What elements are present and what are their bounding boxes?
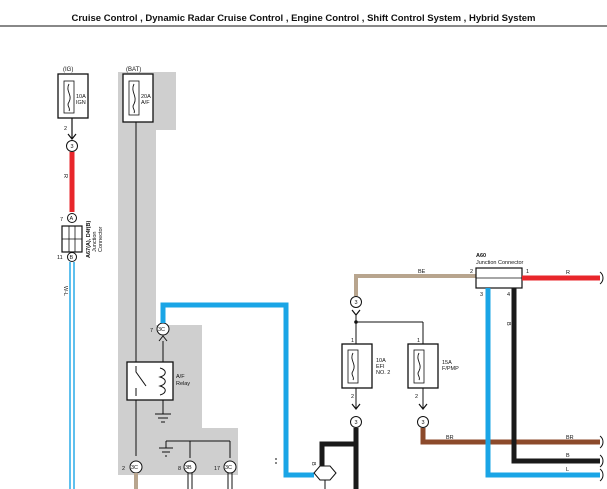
efi2-pin-bottom: 2 [351, 394, 354, 400]
junction-left-pin-b: 11 [57, 255, 63, 261]
af-fuse-amp: 20A [141, 94, 151, 100]
fuse-icon [132, 83, 136, 114]
efi2-fuse-box [341, 343, 373, 389]
fuse-icon [351, 352, 355, 381]
junction-right-pin-br: 4 [507, 292, 510, 298]
be-wire-label: BE [418, 269, 426, 275]
fuse-icon [67, 83, 71, 112]
fpmp-fuse-amp: 15A [442, 360, 452, 366]
efi2-pin-top: 1 [351, 338, 354, 344]
ign-fuse-amp: 10A [76, 94, 86, 100]
ign-arrow-icon [67, 133, 77, 140]
connector-3-ign [66, 140, 78, 152]
connector-3-fpmp-label: 3 [422, 420, 425, 426]
bottom-conn-2-pin: 8 [178, 466, 181, 472]
efi2-arrow-icon [351, 403, 361, 410]
blue-wire-right [485, 288, 600, 478]
relay-name-1: A/F [176, 374, 185, 380]
black-wire-right [511, 288, 600, 464]
blue-wire-right-label: L [566, 467, 569, 473]
junction-left-a-letter: A [70, 216, 74, 222]
bottom-conn-3-label: 3C [225, 465, 232, 471]
bottom-conn-1-label: 3C [131, 465, 138, 471]
connector-3-be-label: 3 [355, 300, 358, 306]
br-wire-label-right: BR [566, 435, 574, 441]
bottom-conn-2-label: 3B [185, 465, 192, 471]
fpmp-fuse-name: F/PMP [442, 366, 459, 372]
connector-3-efi2-label: 3 [355, 420, 358, 426]
bottom-conn-3-pin: 17 [214, 466, 220, 472]
junction-right-pin-bl: 3 [480, 292, 483, 298]
wire-break-icon [599, 271, 604, 285]
connector-3-be [350, 296, 362, 308]
fpmp-fuse-box [407, 343, 439, 389]
red-wire-right-label: R [566, 270, 570, 276]
page-title: Cruise Control , Dynamic Radar Cruise Co… [71, 13, 536, 24]
junction-left-pin-a: 7 [60, 217, 63, 223]
black-wire-right-label: B [566, 453, 570, 459]
blue-wire-center [160, 302, 314, 478]
br-wire-label-left: BR [446, 435, 454, 441]
bottom-conn-3-circle [223, 460, 237, 474]
efi2-fuse-amp: 10A [376, 358, 386, 364]
black-wire-center [319, 428, 359, 466]
wl-wire-label: W-L [62, 286, 68, 296]
fpmp-arrow-icon [418, 403, 428, 410]
connector-3-fpmp [417, 416, 429, 428]
bottom-conn-2-circle [183, 460, 197, 474]
junction-right-pin-left: 2 [470, 269, 473, 275]
junction-left-a-circle [67, 213, 77, 223]
junction-left-b-circle [67, 252, 77, 262]
ground-icon [155, 413, 171, 423]
af-fuse-name: A/F [141, 100, 150, 106]
ign-fuse-pin: 2 [64, 126, 67, 132]
junction-right-id: A60 [476, 253, 486, 259]
wire-break-icon [599, 435, 604, 449]
junction-left-id: A67(A), D4f(B) [86, 221, 92, 258]
junction-hexagon [313, 465, 337, 481]
junction-right-pin-right: 1 [526, 269, 529, 275]
bottom-conn-1-pin: 2 [122, 466, 125, 472]
fuse-icon [417, 352, 421, 381]
black-wire-vert-label: B [505, 322, 511, 326]
relay-coil-icon [158, 367, 166, 396]
efi2-fuse-name2: NO. 2 [376, 370, 390, 376]
be-junction-dot [354, 320, 358, 324]
junction-right-desc: Junction Connector [476, 260, 524, 266]
connector-3-efi2 [350, 416, 362, 428]
be-wire [354, 274, 476, 296]
be-arrow-icon [351, 309, 361, 316]
af-relay-box [126, 361, 174, 401]
ign-source-label: (IG) [63, 67, 73, 73]
af-source-label: (BAT) [126, 67, 141, 73]
ground-icon [159, 447, 173, 457]
wire-break-icon [599, 468, 604, 482]
efi2-fuse-name1: EFI [376, 364, 385, 370]
af-fuse-element [128, 80, 140, 116]
junction-left-desc1: Junction [92, 232, 98, 253]
ign-fuse-name: IGN [76, 100, 86, 106]
black-wire-center-label: B [310, 462, 316, 466]
relay-arrow-icon [158, 335, 168, 342]
red-wire-left-label: R [62, 174, 68, 178]
relay-connector-label: 3C [158, 327, 165, 333]
af-fuse-box [122, 73, 154, 123]
junction-left-desc2: Connector [98, 226, 104, 252]
connector-3-ign-label: 3 [71, 144, 74, 150]
ign-fuse-element [63, 80, 75, 114]
efi2-fuse-element [347, 349, 359, 384]
relay-switch-icon [135, 366, 147, 396]
relay-name-2: Relay [176, 381, 190, 387]
relay-pin: 7 [150, 328, 153, 334]
fpmp-fuse-element [413, 349, 425, 384]
br-wire [420, 428, 600, 445]
junction-left-b-letter: B [70, 255, 74, 261]
wire-break-icon [599, 454, 604, 468]
fpmp-pin-top: 1 [417, 338, 420, 344]
fpmp-pin-bottom: 2 [415, 394, 418, 400]
